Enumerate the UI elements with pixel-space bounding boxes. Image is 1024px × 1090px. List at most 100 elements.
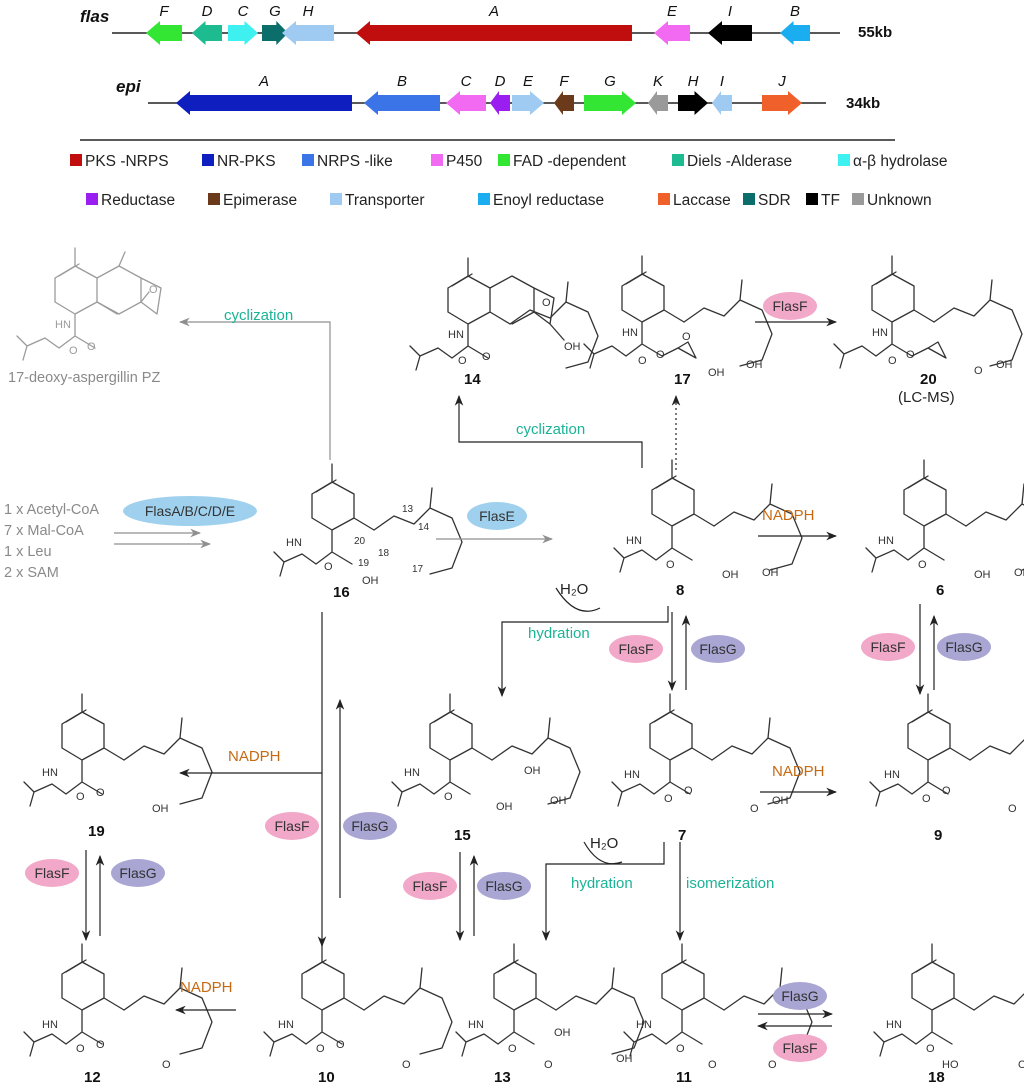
- flas-gene-h-arrow: [282, 21, 334, 45]
- svg-text:HN: HN: [42, 1019, 58, 1031]
- svg-text:FlasF: FlasF: [35, 865, 70, 881]
- legend-label: Epimerase: [223, 192, 297, 209]
- svg-text:HN: HN: [278, 1019, 294, 1031]
- compound-15-label: 15: [454, 827, 471, 844]
- compound-14-label: 14: [464, 371, 481, 388]
- svg-text:OH: OH: [362, 575, 379, 587]
- svg-text:FlasG: FlasG: [945, 639, 982, 655]
- svg-text:O: O: [638, 355, 647, 367]
- svg-text:OH: OH: [496, 801, 513, 813]
- epi-gene-a-arrow: [176, 91, 352, 115]
- svg-text:O: O: [666, 559, 675, 571]
- svg-text:OH: OH: [708, 367, 725, 379]
- svg-text:O: O: [162, 1059, 171, 1071]
- svg-text:FlasG: FlasG: [699, 641, 736, 657]
- legend-label: Transporter: [345, 192, 425, 209]
- structure-17-deoxy-aspergillin-pz: O HN O O: [16, 247, 162, 361]
- cluster-name-epi: epi: [116, 77, 142, 96]
- flas-gene-d-arrow: [192, 21, 222, 45]
- compound-13-label: 13: [494, 1069, 511, 1086]
- svg-text:O: O: [508, 1043, 517, 1055]
- svg-text:O: O: [926, 1043, 935, 1055]
- compound-6-label: 6: [936, 582, 944, 599]
- compound-20-note: (LC-MS): [898, 389, 955, 406]
- compound-18-label: 18: [928, 1069, 945, 1086]
- svg-text:OH: OH: [564, 341, 581, 353]
- svg-text:2 x SAM: 2 x SAM: [4, 565, 59, 581]
- legend-label: P450: [446, 153, 483, 170]
- flas-gene-f-arrow: [146, 21, 182, 45]
- legend-swatch: [852, 193, 864, 205]
- flas-gene-i-label: I: [728, 3, 732, 20]
- svg-text:FlasF: FlasF: [619, 641, 654, 657]
- svg-text:20: 20: [354, 536, 366, 547]
- compound-10-label: 10: [318, 1069, 335, 1086]
- legend-label: Diels -Alderase: [687, 153, 792, 170]
- svg-text:O: O: [708, 1059, 717, 1071]
- svg-text:HN: HN: [624, 769, 640, 781]
- svg-text:13: 13: [402, 504, 414, 515]
- legend-swatch: [672, 154, 684, 166]
- legend-label: Enoyl reductase: [493, 192, 604, 209]
- structure-18: HN O HO O: [873, 943, 1024, 1071]
- epi-gene-g-label: G: [604, 73, 616, 90]
- compound-11-label: 11: [676, 1069, 692, 1086]
- step-hydration-8-15: hydration: [528, 625, 590, 642]
- step-nadph-8-6: NADPH: [762, 507, 815, 524]
- enzyme-flasABCDE-label: FlasA/B/C/D/E: [145, 503, 235, 519]
- svg-text:O: O: [664, 793, 673, 805]
- svg-text:17: 17: [412, 564, 424, 575]
- legend-swatch: [208, 193, 220, 205]
- svg-text:O: O: [542, 297, 551, 309]
- step-nadph-to-19: NADPH: [228, 748, 281, 765]
- svg-text:O: O: [482, 351, 491, 363]
- precursor-list: 1 x Acetyl-CoA 7 x Mal-CoA 1 x Leu 2 x S…: [4, 502, 99, 581]
- structure-9: HN O O O OH: [869, 693, 1024, 815]
- legend-label: TF: [821, 192, 840, 209]
- svg-text:O: O: [922, 793, 931, 805]
- epi-gene-h-label: H: [688, 73, 699, 90]
- svg-text:O: O: [76, 791, 85, 803]
- structure-13: HN O OH O OH: [455, 943, 645, 1071]
- step-nadph-10-12: NADPH: [180, 979, 233, 996]
- cluster-size-epi: 34kb: [846, 95, 880, 112]
- epi-gene-b-label: B: [397, 73, 407, 90]
- svg-text:O: O: [96, 1039, 105, 1051]
- epi-gene-j-label: J: [777, 73, 786, 90]
- svg-text:O: O: [402, 1059, 411, 1071]
- flas-gene-e-label: E: [667, 3, 678, 20]
- legend-label: NR-PKS: [217, 153, 276, 170]
- epi-gene-i-label: I: [720, 73, 724, 90]
- structure-7: HN O O O OH: [611, 693, 801, 815]
- svg-text:OH: OH: [772, 795, 789, 807]
- structure-14: HN O O O OH: [409, 257, 599, 371]
- legend-label: PKS -NRPS: [85, 153, 169, 170]
- cluster-name-flas: flas: [80, 7, 109, 26]
- flas-gene-b-label: B: [790, 3, 800, 20]
- epi-gene-c-arrow: [446, 91, 486, 115]
- svg-text:HO: HO: [942, 1059, 959, 1071]
- side-product-name: 17-deoxy-aspergillin PZ: [8, 370, 160, 386]
- svg-text:O: O: [1018, 1059, 1024, 1071]
- epi-gene-d-label: D: [495, 73, 506, 90]
- svg-text:OH: OH: [550, 795, 567, 807]
- enzyme-flasABCDE-oval: [123, 496, 257, 526]
- svg-text:HN: HN: [622, 327, 638, 339]
- svg-text:O: O: [149, 284, 158, 296]
- svg-text:1 x Acetyl-CoA: 1 x Acetyl-CoA: [4, 502, 99, 518]
- legend-swatch: [838, 154, 850, 166]
- epi-gene-g-arrow: [584, 91, 636, 115]
- svg-text:O: O: [676, 1043, 685, 1055]
- svg-text:O: O: [544, 1059, 553, 1071]
- svg-text:OH: OH: [974, 569, 991, 581]
- svg-text:H₂O: H₂O: [590, 835, 618, 852]
- svg-text:O: O: [888, 355, 897, 367]
- svg-text:O: O: [750, 803, 759, 815]
- svg-text:HN: HN: [404, 767, 420, 779]
- legend-swatch: [70, 154, 82, 166]
- epi-gene-e-label: E: [523, 73, 534, 90]
